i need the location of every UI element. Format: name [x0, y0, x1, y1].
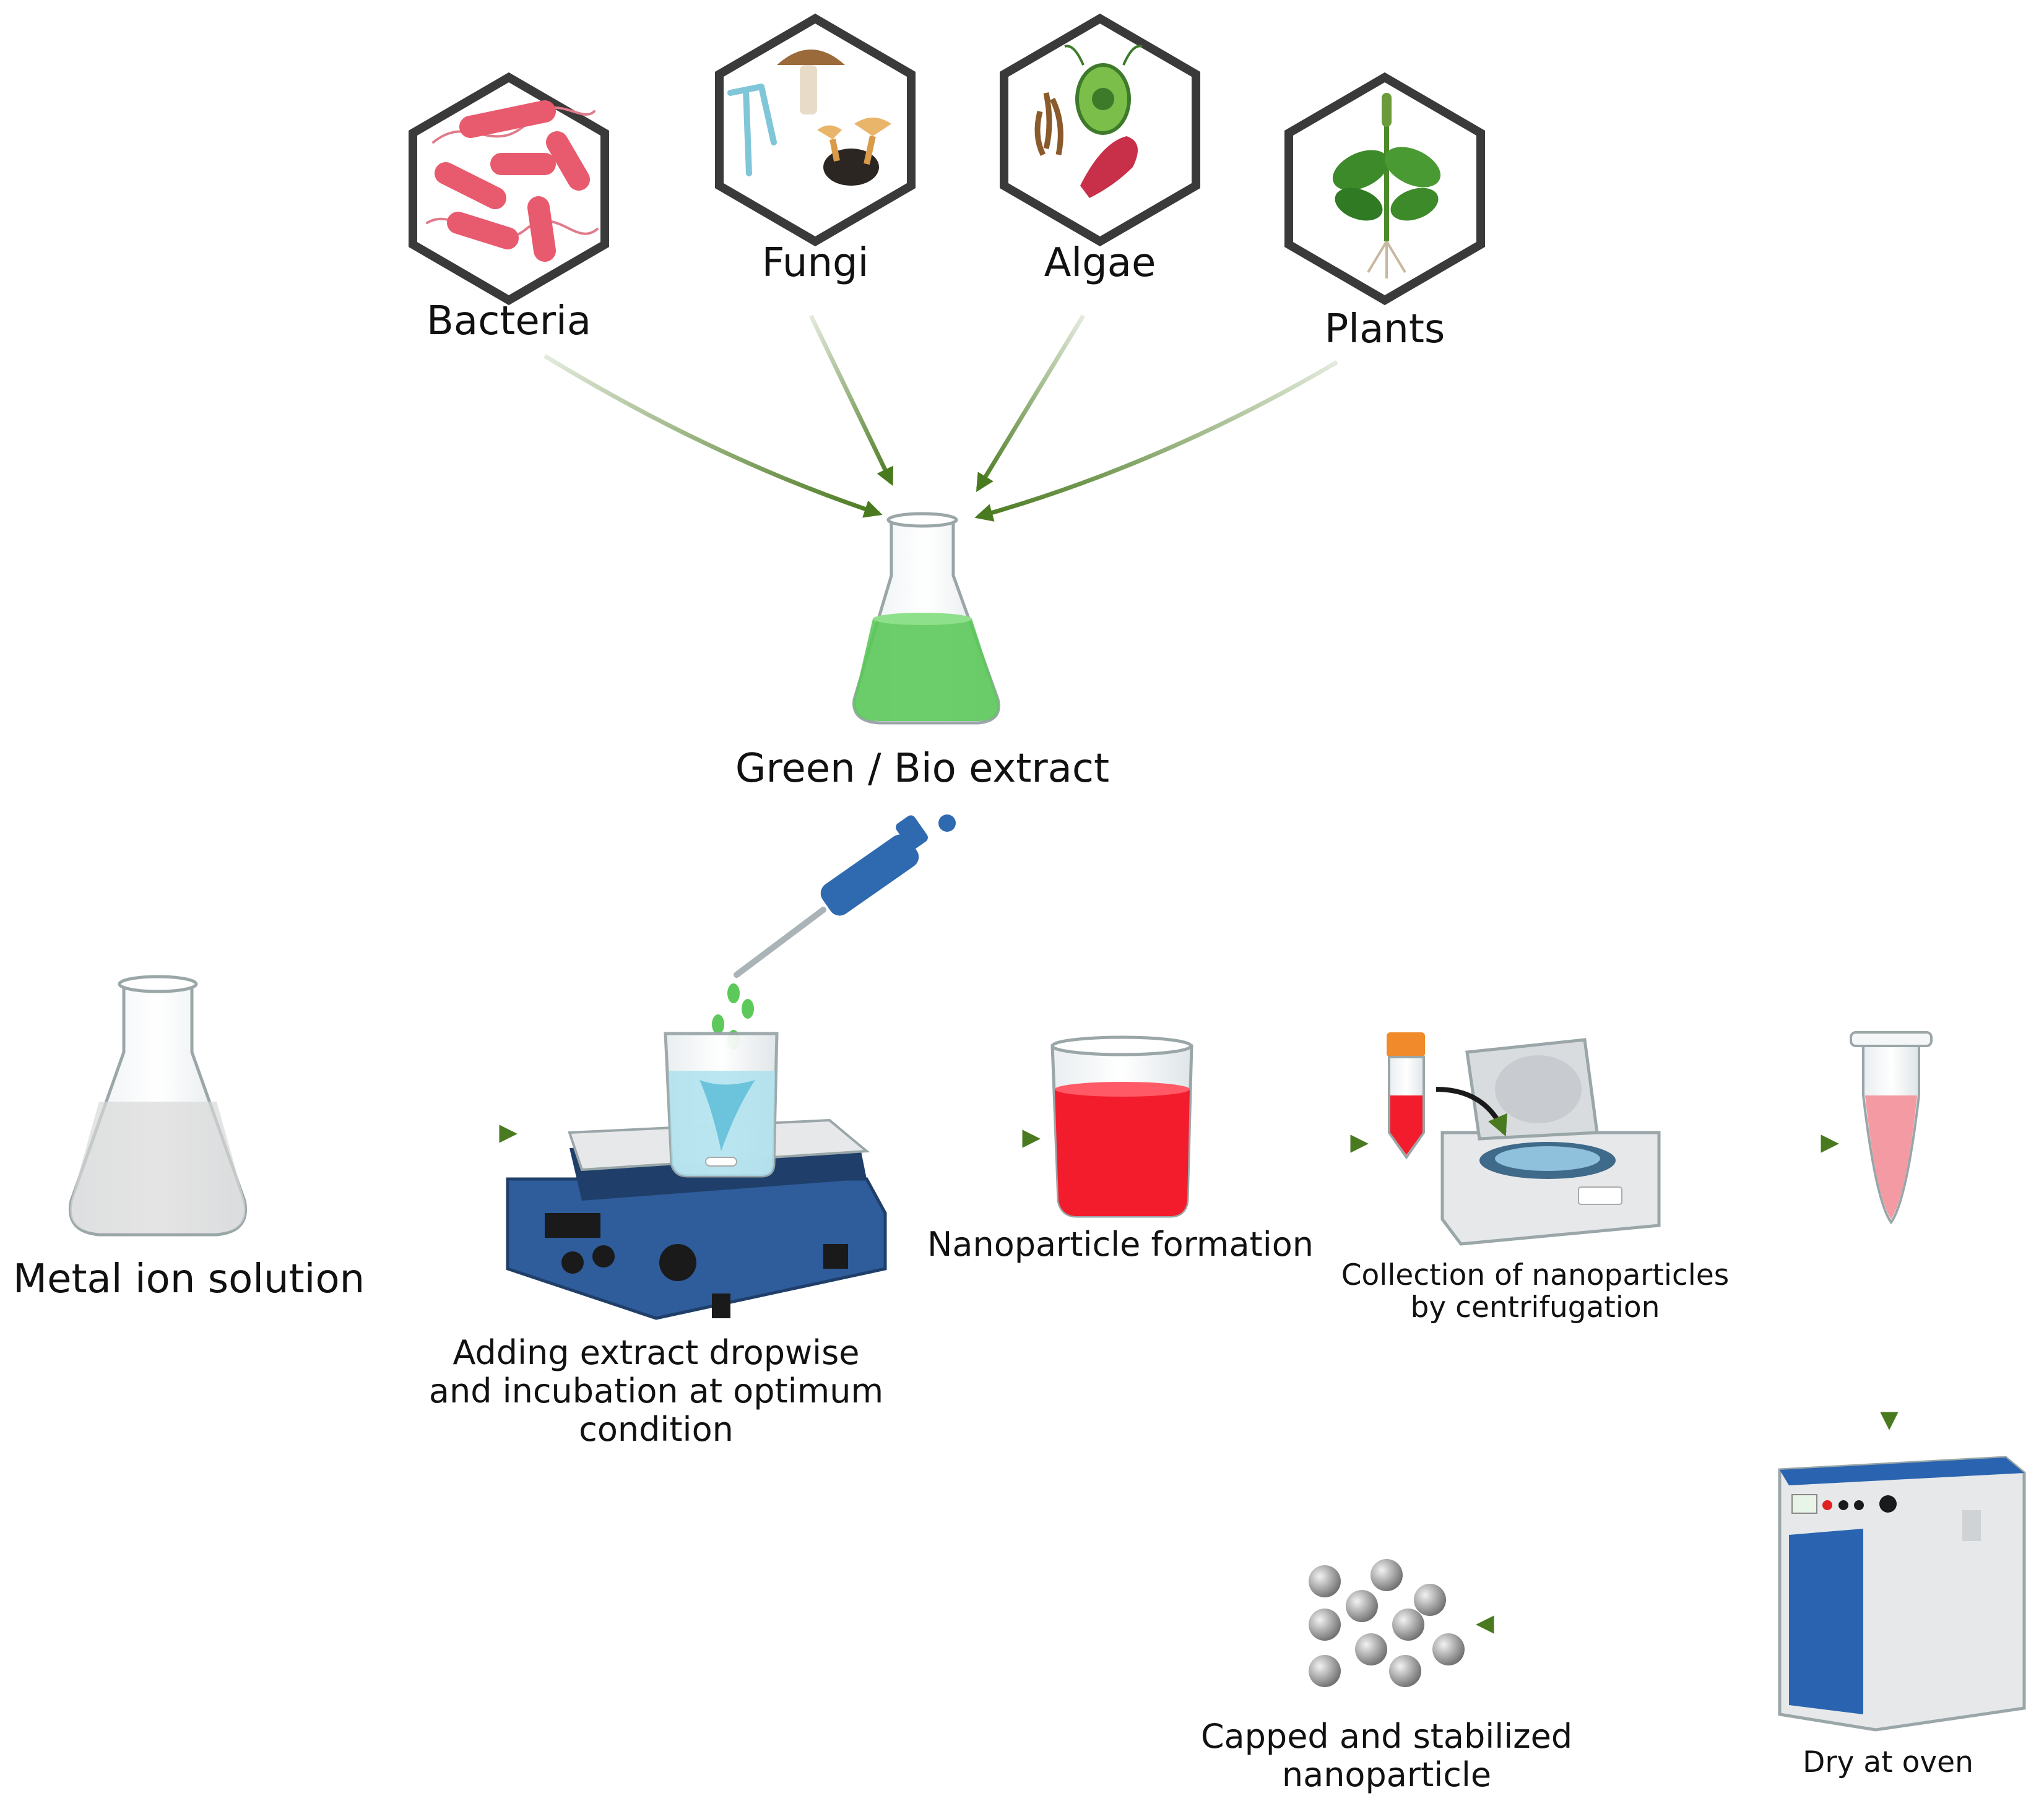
nanoparticle-spheres — [1309, 1559, 1465, 1687]
arrows-to-extract — [543, 314, 1338, 522]
label-adding-line-1: Adding extract dropwise — [453, 1333, 860, 1372]
label-collection-line-2: by centrifugation — [1410, 1290, 1660, 1324]
label-collection-line-1: Collection of nanoparticles — [1341, 1258, 1730, 1292]
eppendorf-tube — [1850, 1031, 1933, 1225]
stirring-beaker — [664, 1032, 779, 1178]
bacteria-hexagon — [409, 72, 609, 306]
falcon-tube — [1387, 1032, 1425, 1160]
label-adding-line-2: and incubation at optimum — [428, 1371, 884, 1410]
bacteria-icon — [426, 100, 599, 262]
plant-icon — [1332, 93, 1441, 279]
centrifuge — [1436, 1038, 1661, 1246]
label-adding-line-3: condition — [579, 1410, 734, 1449]
label-algae: Algae — [1044, 240, 1156, 286]
green-extract-flask — [852, 512, 1000, 725]
metal-ion-flask — [69, 975, 247, 1237]
label-collection: Collection of nanoparticles by centrifug… — [1319, 1259, 1752, 1324]
label-capped-line-1: Capped and stabilized — [1200, 1717, 1573, 1756]
fungi-hexagon — [715, 13, 916, 247]
label-fungi: Fungi — [761, 240, 869, 286]
arrow-fungi-to-extract — [808, 314, 894, 486]
label-plants: Plants — [1324, 306, 1445, 352]
mushroom-icon — [727, 50, 891, 186]
drying-oven — [1778, 1456, 2026, 1732]
algae-hexagon — [1000, 13, 1200, 247]
algae-icon — [1034, 45, 1143, 198]
nanoparticle-beaker — [1050, 1035, 1193, 1218]
plants-hexagon — [1284, 72, 1485, 306]
label-dry-oven: Dry at oven — [1803, 1745, 1973, 1779]
label-nanoparticle-formation: Nanoparticle formation — [927, 1225, 1314, 1264]
pipette-icon — [712, 814, 956, 1050]
arrow-bacteria-to-extract — [543, 354, 883, 518]
label-metal-ion: Metal ion solution — [12, 1256, 365, 1302]
label-bacteria: Bacteria — [426, 298, 592, 344]
label-capped-line-2: nanoparticle — [1281, 1755, 1492, 1794]
label-adding-extract: Adding extract dropwise and incubation a… — [409, 1334, 904, 1449]
label-capped: Capped and stabilized nanoparticle — [1164, 1717, 1609, 1794]
label-green-extract: Green / Bio extract — [735, 746, 1110, 792]
arrow-algae-to-extract — [976, 314, 1085, 493]
arrow-plants-to-extract — [974, 360, 1338, 522]
